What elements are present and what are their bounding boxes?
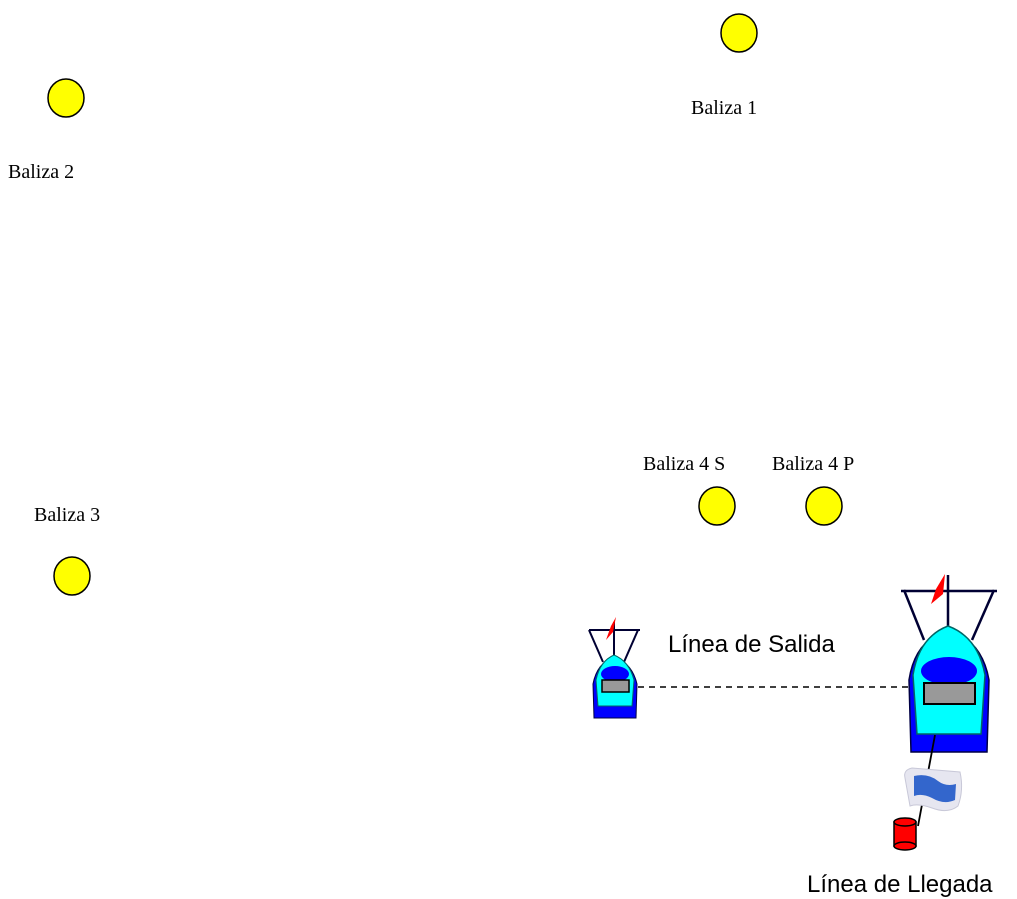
large-boat-flag bbox=[931, 574, 945, 604]
buoy-2-marker bbox=[47, 78, 85, 118]
small-boat-mast-left bbox=[588, 629, 604, 663]
small-boat-cabin bbox=[601, 679, 630, 693]
large-boat-mast-left bbox=[902, 589, 926, 641]
finish-buoy bbox=[893, 817, 917, 851]
small-committee-boat bbox=[588, 617, 640, 719]
buoy-4s-label: Baliza 4 S bbox=[643, 453, 725, 475]
blue-flag-fill bbox=[914, 775, 956, 803]
buoy-3-label: Baliza 3 bbox=[34, 504, 100, 526]
start-line-label: Línea de Salida bbox=[668, 631, 835, 658]
buoy-2: Baliza 2 bbox=[8, 78, 85, 183]
buoy-4p-marker bbox=[805, 486, 843, 526]
finish-buoy-base bbox=[893, 841, 917, 851]
large-boat-cabin-top bbox=[921, 657, 977, 685]
buoy-4p-label: Baliza 4 P bbox=[772, 453, 854, 475]
large-boat-mast-right bbox=[970, 589, 996, 641]
small-boat-mast-right bbox=[623, 629, 639, 663]
small-boat-cabin-top bbox=[601, 666, 629, 682]
buoy-4s-marker bbox=[698, 486, 736, 526]
small-boat-flag bbox=[606, 617, 616, 640]
buoy-1-label: Baliza 1 bbox=[691, 97, 757, 119]
buoy-4s: Baliza 4 S bbox=[643, 453, 736, 526]
large-committee-boat bbox=[901, 574, 997, 753]
buoy-3-marker bbox=[53, 556, 91, 596]
buoy-2-label: Baliza 2 bbox=[8, 161, 74, 183]
finish-line-label: Línea de Llegada bbox=[807, 871, 993, 898]
buoy-1-marker bbox=[720, 13, 758, 53]
large-boat-cabin bbox=[923, 682, 976, 705]
blue-flag-icon bbox=[904, 767, 963, 812]
buoy-3: Baliza 3 bbox=[34, 504, 100, 596]
finish-buoy-top bbox=[893, 817, 917, 827]
buoy-1: Baliza 1 bbox=[691, 13, 758, 119]
buoy-4p: Baliza 4 P bbox=[772, 453, 854, 526]
